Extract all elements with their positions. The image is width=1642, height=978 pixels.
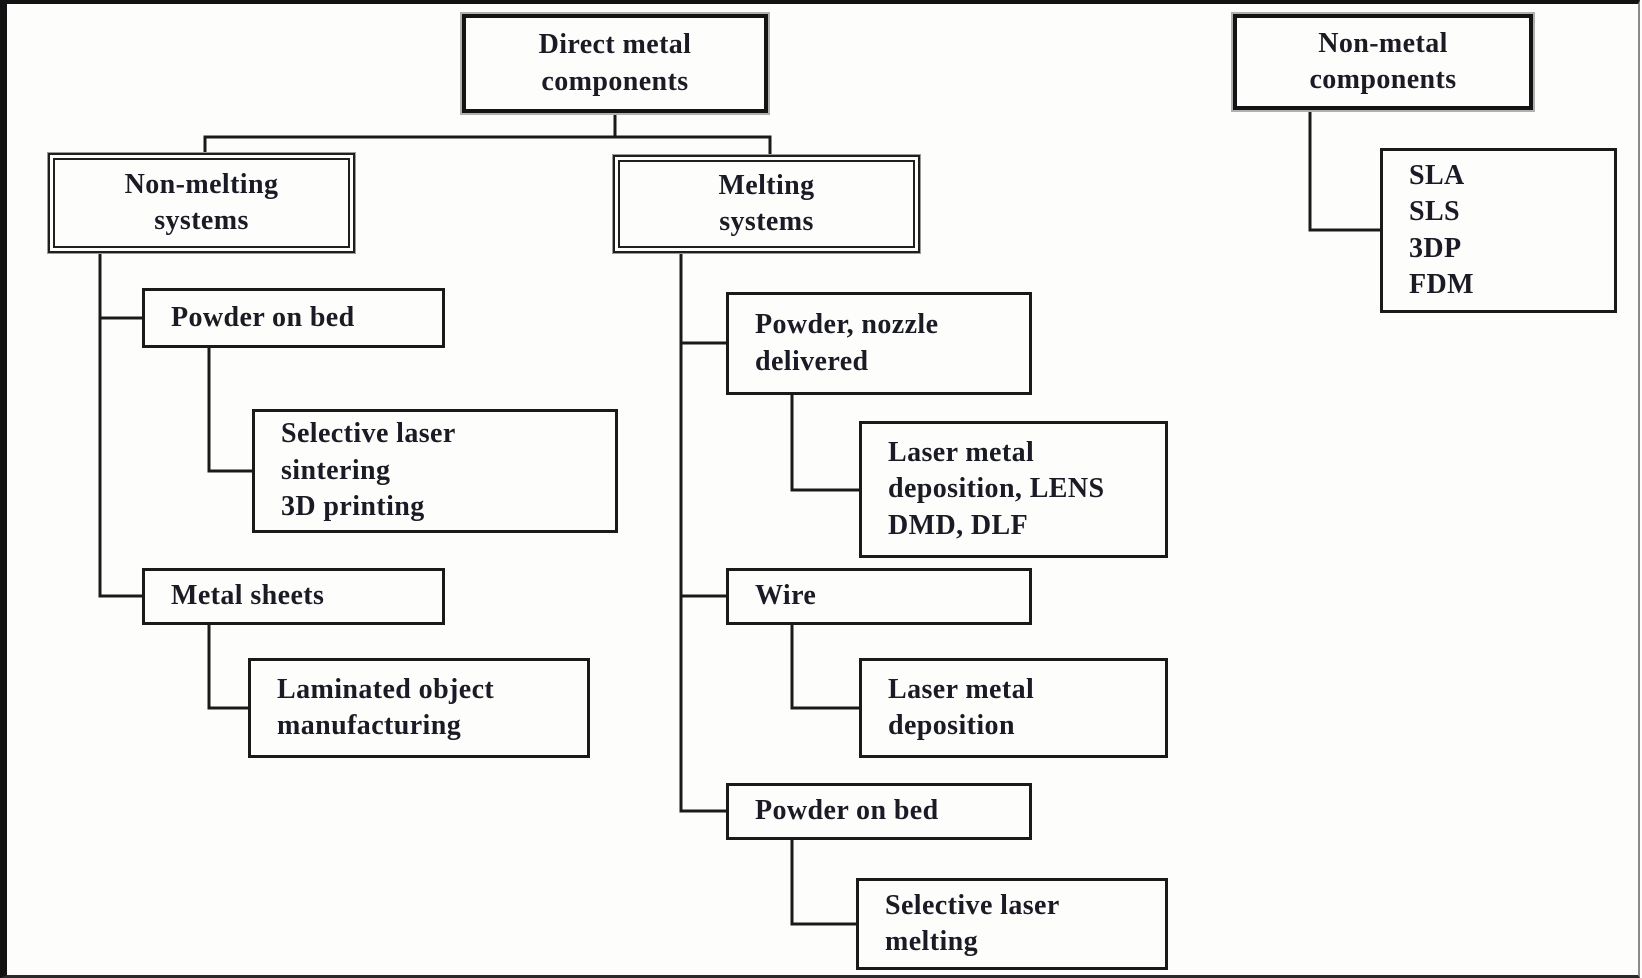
connector-elbow-lmd	[790, 625, 859, 710]
node-inner-non-metal-components: Non-metal components	[1237, 18, 1529, 106]
node-inner-powder-on-bed-left: Powder on bed	[145, 291, 442, 345]
node-label-non-metal-components: Non-metal components	[1309, 27, 1457, 95]
node-label-laser-metal-deposition: Laser metal deposition	[888, 673, 1035, 741]
node-wire: Wire	[726, 568, 1032, 625]
node-label-direct-metal-components: Direct metal components	[538, 29, 692, 97]
node-selective-laser-sintering: Selective laser sintering 3D printing	[252, 409, 618, 533]
connector-elbow-slm	[790, 840, 856, 926]
node-inner-powder-nozzle-delivered: Powder, nozzle delivered	[729, 295, 1029, 392]
node-label-wire: Wire	[755, 580, 817, 612]
node-label-melting-systems: Melting systems	[718, 169, 815, 237]
node-powder-nozzle-delivered: Powder, nozzle delivered	[726, 292, 1032, 395]
node-label-non-metal-processes: SLA SLS 3DP FDM	[1409, 159, 1474, 300]
node-selective-laser-melting: Selective laser melting	[856, 878, 1168, 970]
node-inner-laser-metal-deposition: Laser metal deposition	[862, 661, 1165, 755]
node-laminated-object-manufacturing: Laminated object manufacturing	[248, 658, 590, 758]
node-label-powder-on-bed-middle: Powder on bed	[755, 795, 939, 827]
node-label-metal-sheets: Metal sheets	[171, 580, 325, 612]
node-inner-selective-laser-sintering: Selective laser sintering 3D printing	[255, 412, 615, 530]
node-label-selective-laser-sintering: Selective laser sintering 3D printing	[281, 418, 456, 523]
node-powder-on-bed-left: Powder on bed	[142, 288, 445, 348]
node-laser-metal-deposition: Laser metal deposition	[859, 658, 1168, 758]
node-label-laser-metal-deposition-lens: Laser metal deposition, LENS DMD, DLF	[888, 436, 1105, 541]
node-inner-wire: Wire	[729, 571, 1029, 622]
node-inner-powder-on-bed-middle: Powder on bed	[729, 786, 1029, 837]
connector-elbow-non-metal	[1308, 110, 1380, 232]
node-inner-non-melting-systems: Non-melting systems	[53, 158, 350, 248]
node-inner-direct-metal-components: Direct metal components	[466, 18, 764, 109]
node-label-powder-on-bed-left: Powder on bed	[171, 301, 355, 333]
node-laser-metal-deposition-lens: Laser metal deposition, LENS DMD, DLF	[859, 421, 1168, 558]
node-powder-on-bed-middle: Powder on bed	[726, 783, 1032, 840]
node-non-melting-systems: Non-melting systems	[48, 153, 355, 253]
node-non-metal-components: Non-metal components	[1233, 14, 1533, 110]
node-metal-sheets: Metal sheets	[142, 568, 445, 625]
node-direct-metal-components: Direct metal components	[462, 14, 768, 113]
node-melting-systems: Melting systems	[613, 155, 920, 253]
connector-elbow-lmd-lens	[790, 395, 859, 492]
connector-trunk-non-melting	[98, 253, 142, 598]
connector-elbow-selective-laser-sintering	[207, 348, 252, 473]
node-label-non-melting-systems: Non-melting systems	[124, 168, 279, 236]
node-inner-non-metal-processes: SLA SLS 3DP FDM	[1383, 151, 1614, 310]
node-inner-metal-sheets: Metal sheets	[145, 571, 442, 622]
node-label-powder-nozzle-delivered: Powder, nozzle delivered	[755, 309, 939, 377]
node-label-laminated-object-manufacturing: Laminated object manufacturing	[277, 673, 495, 741]
connector-trunk-melting	[679, 253, 726, 813]
node-inner-melting-systems: Melting systems	[618, 160, 915, 248]
node-inner-laser-metal-deposition-lens: Laser metal deposition, LENS DMD, DLF	[862, 424, 1165, 555]
node-non-metal-processes: SLA SLS 3DP FDM	[1380, 148, 1617, 313]
node-label-selective-laser-melting: Selective laser melting	[885, 889, 1060, 957]
node-inner-selective-laser-melting: Selective laser melting	[859, 881, 1165, 967]
node-inner-laminated-object-manufacturing: Laminated object manufacturing	[251, 661, 587, 755]
connector-crossbar-direct-metal	[203, 135, 772, 155]
connector-elbow-laminated-object	[207, 625, 248, 710]
